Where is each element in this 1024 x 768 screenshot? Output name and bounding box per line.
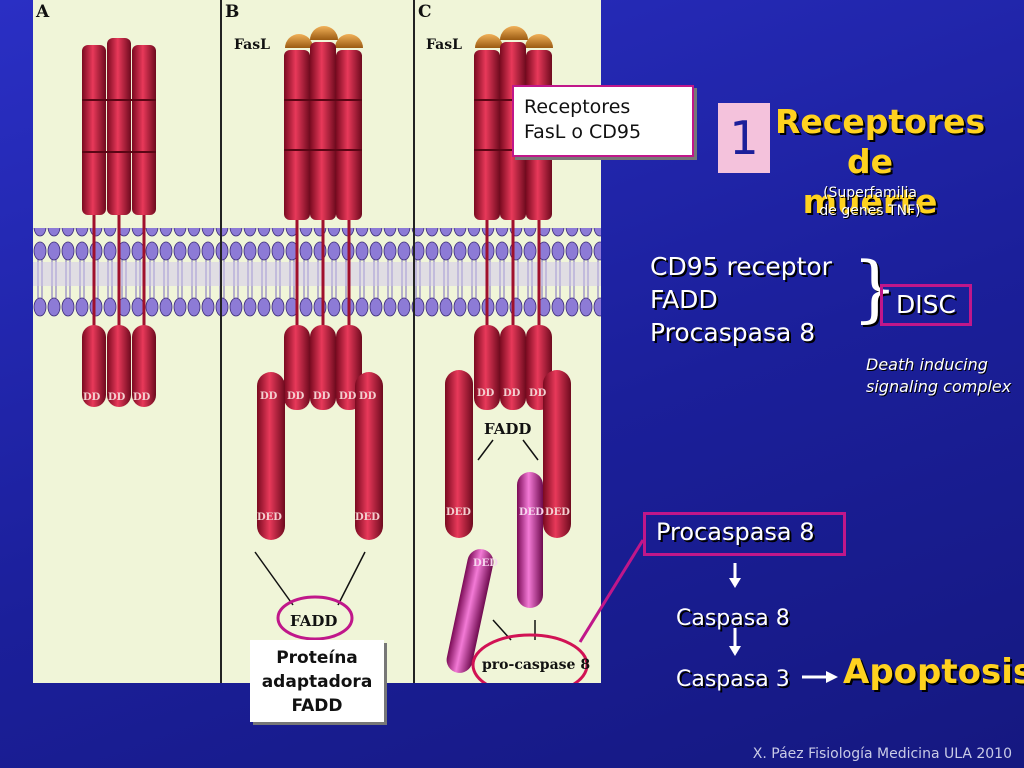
- disc-item-procaspasa: Procaspasa 8: [650, 318, 816, 347]
- disc-item-cd95: CD95 receptor: [650, 252, 832, 281]
- procaspase-molecules-c: [446, 472, 543, 673]
- title-line2: de muerte: [802, 142, 938, 221]
- arrow-down-icon: [729, 563, 741, 588]
- dd-label: DD: [339, 391, 357, 402]
- dd-label: DD: [313, 391, 331, 402]
- receptores-callout-line2: FasL o CD95: [524, 121, 642, 143]
- dd-label: DD: [477, 388, 495, 399]
- cascade-apoptosis: Apoptosis: [843, 652, 1024, 692]
- ded-label: DED: [446, 507, 471, 518]
- adaptadora-line2: adaptadora: [261, 672, 373, 692]
- title-sub2: de genes TNF): [819, 203, 921, 219]
- fasl-label-c: FasL: [426, 37, 462, 53]
- receptores-callout-text: Receptores FasL o CD95: [524, 95, 641, 145]
- fadd-molecules-c: [445, 370, 571, 538]
- fadd-molecules-b: [254, 372, 383, 606]
- adaptadora-line1: Proteína: [276, 648, 358, 668]
- cascade-caspasa3: Caspasa 3: [676, 667, 790, 692]
- dd-label: DD: [108, 392, 126, 403]
- cascade-caspasa8: Caspasa 8: [676, 606, 790, 631]
- fadd-label-b: FADD: [290, 612, 338, 630]
- dd-label: DD: [287, 391, 305, 402]
- callout-line: [578, 539, 645, 643]
- ded-label: DED: [545, 507, 570, 518]
- dd-label: DD: [359, 391, 377, 402]
- ded-label: DED: [473, 558, 498, 569]
- receptores-callout: Receptores FasL o CD95: [512, 85, 694, 157]
- brace-icon: }: [852, 246, 898, 330]
- fasl-label-b: FasL: [234, 37, 270, 53]
- panel-letter-b: B: [225, 2, 240, 22]
- dd-label: DD: [503, 388, 521, 399]
- disc-note-line1: Death inducing: [866, 355, 988, 374]
- dd-label: DD: [83, 392, 101, 403]
- disc-component-list: CD95 receptor FADD Procaspasa 8: [650, 250, 832, 349]
- panel-letter-c: C: [418, 2, 432, 22]
- disc-note: Death inducing signaling complex: [866, 354, 1011, 398]
- dd-label: DD: [133, 392, 151, 403]
- procaspasa-box: Procaspasa 8: [643, 512, 846, 556]
- ded-label: DED: [257, 512, 282, 523]
- receptores-callout-line1: Receptores: [524, 96, 631, 118]
- procaspase-highlight-circle: [471, 633, 589, 683]
- title-line1: Receptores: [775, 102, 986, 141]
- adaptadora-line3: FADD: [291, 696, 343, 716]
- adaptadora-callout: Proteína adaptadora FADD: [250, 640, 384, 722]
- dd-label: DD: [260, 391, 278, 402]
- disc-badge: DISC: [880, 284, 972, 326]
- fadd-label-c: FADD: [484, 420, 532, 438]
- footer-credit: X. Páez Fisiología Medicina ULA 2010: [752, 746, 1012, 762]
- dd-label: DD: [529, 388, 547, 399]
- arrow-right-icon: [802, 671, 838, 683]
- slide-title: Receptores de muerte: [775, 102, 986, 222]
- title-subtitle: (Superfamilia de genes TNF): [790, 184, 950, 220]
- procaspasa-box-text: Procaspasa 8: [656, 518, 815, 546]
- slide-number-box: 1: [718, 103, 770, 173]
- ded-label: DED: [519, 507, 544, 518]
- disc-note-line2: signaling complex: [866, 377, 1012, 396]
- fadd-highlight-circle: [276, 595, 354, 641]
- panel-letter-a: A: [36, 2, 50, 22]
- disc-item-fadd: FADD: [650, 285, 718, 314]
- receptor-trimer-a: [82, 38, 156, 407]
- title-sub1: (Superfamilia: [823, 185, 917, 201]
- ded-label: DED: [355, 512, 380, 523]
- pro-caspase-label: pro-caspase 8: [482, 657, 591, 673]
- arrow-down-icon: [729, 628, 741, 656]
